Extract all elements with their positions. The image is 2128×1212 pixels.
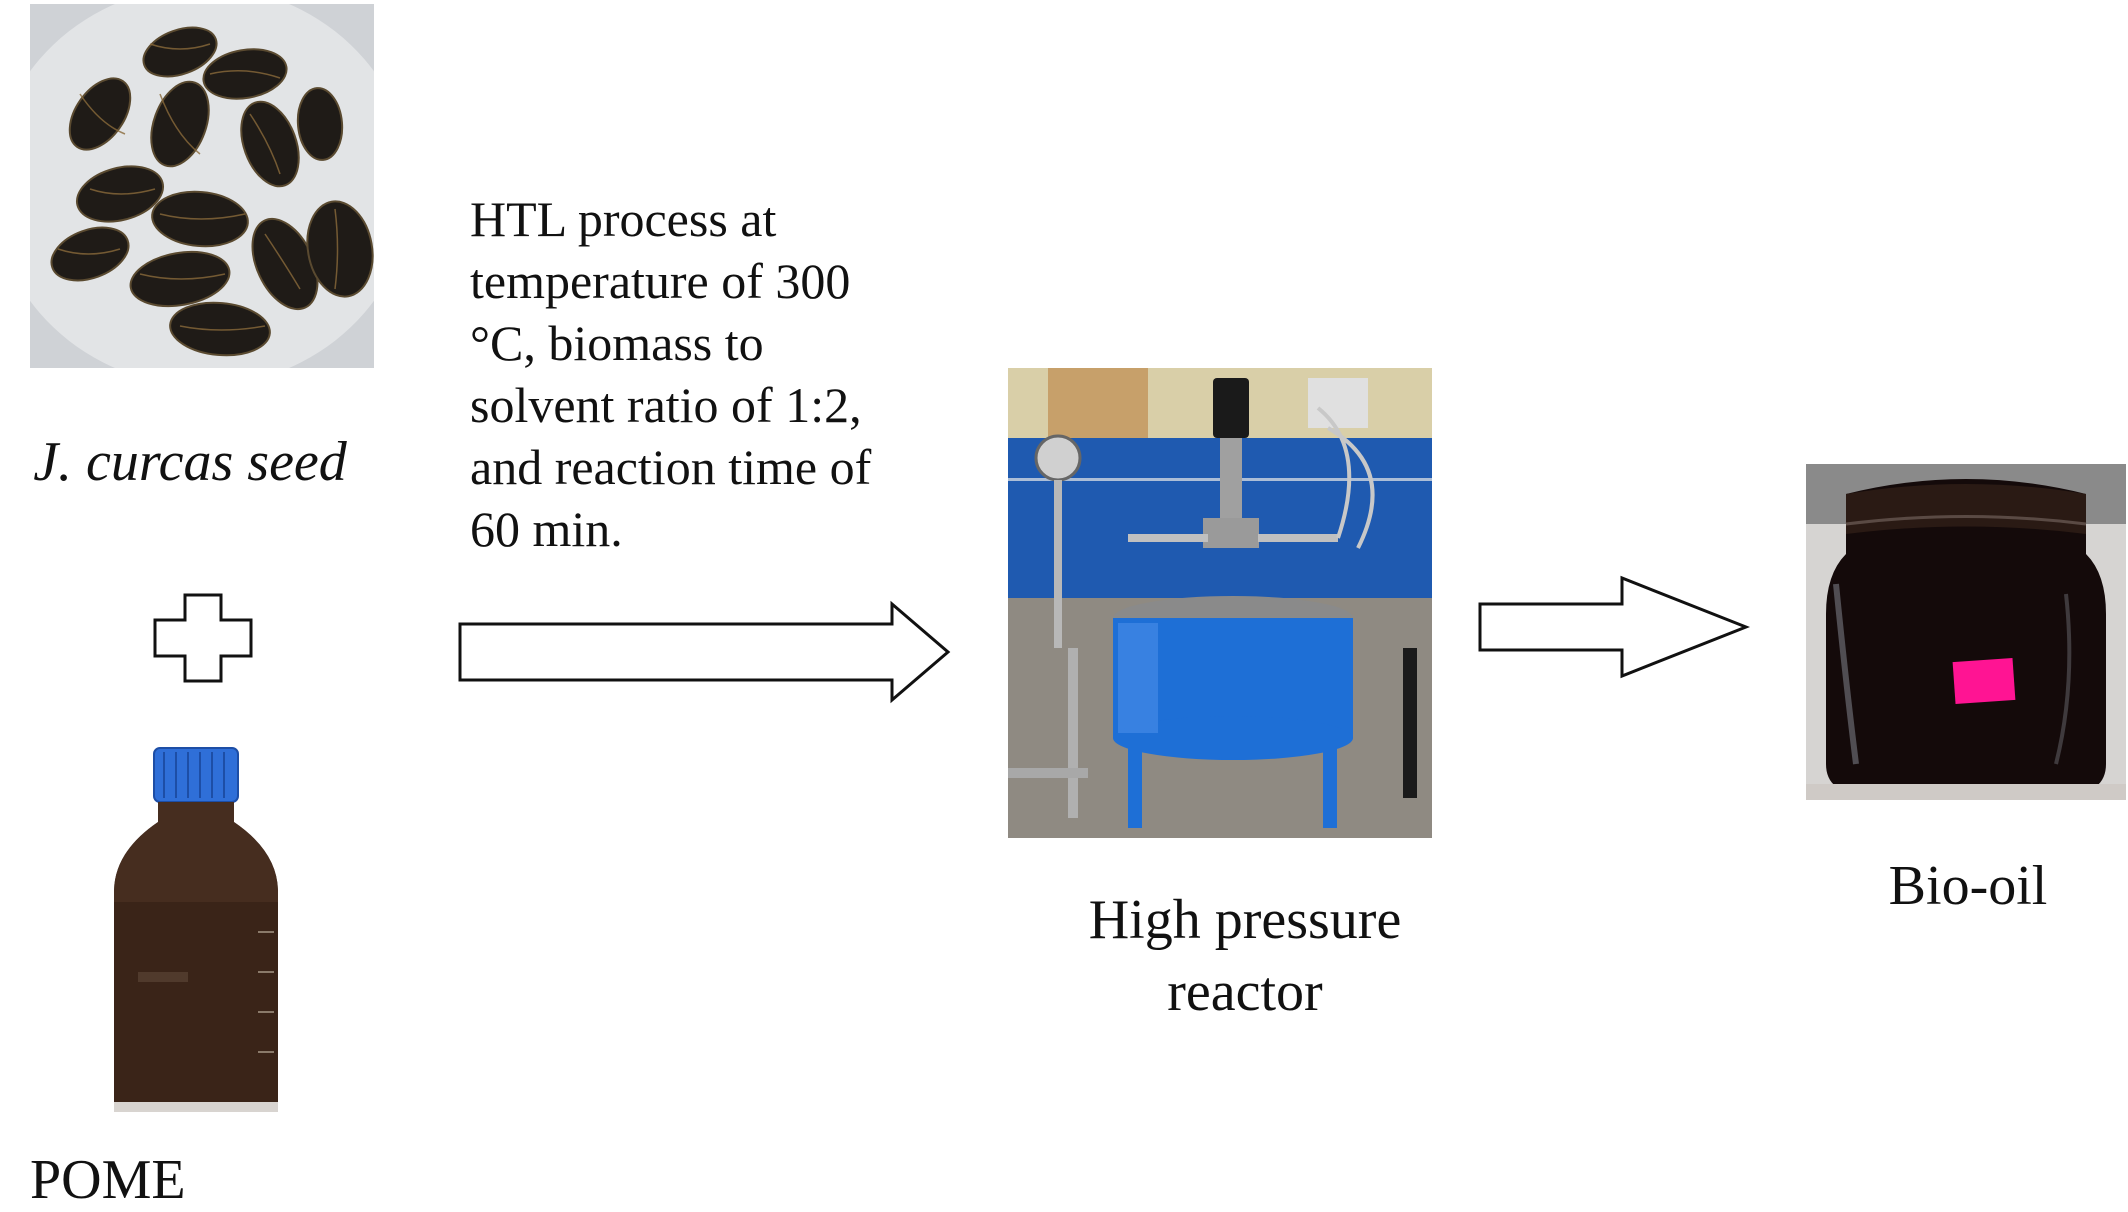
htl-process-description: HTL process at temperature of 300 °C, bi… [470, 188, 950, 560]
bio-oil-label: Bio-oil [1888, 855, 2048, 917]
process-line: temperature of 300 [470, 253, 851, 309]
process-line: 60 min. [470, 501, 623, 557]
process-arrow-2 [1476, 574, 1751, 680]
pome-label: POME [30, 1149, 186, 1211]
plus-icon [152, 592, 254, 684]
seed-label: J. curcas seed [33, 431, 347, 493]
pome-bottle-photo [108, 742, 284, 1116]
process-line: °C, biomass to [470, 315, 764, 371]
reactor-label-line1: High pressure [1088, 889, 1402, 951]
process-line: HTL process at [470, 191, 777, 247]
process-arrow-1 [456, 600, 952, 704]
reactor-label-line2: reactor [1167, 960, 1323, 1023]
reactor-label: High pressure reactor [1000, 889, 1490, 1023]
process-line: solvent ratio of 1:2, [470, 377, 862, 433]
process-line: and reaction time of [470, 439, 872, 495]
bio-oil-photo [1806, 464, 2126, 800]
jcurcas-seed-photo [30, 4, 374, 368]
reactor-photo [1008, 368, 1432, 838]
